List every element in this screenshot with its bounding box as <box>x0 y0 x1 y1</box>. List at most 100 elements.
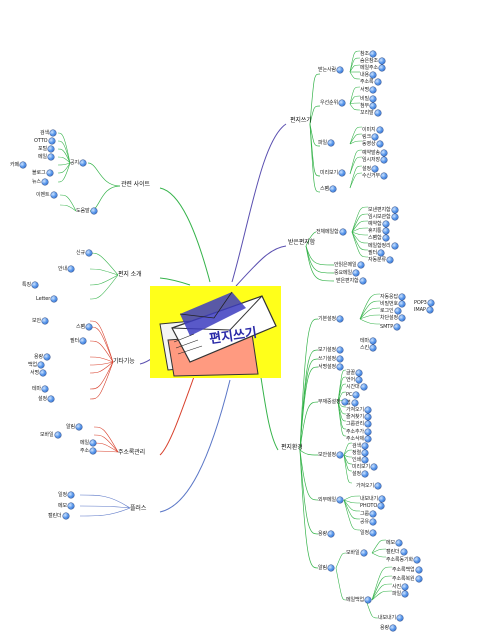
leaf-site-otto[interactable]: OTTO <box>34 138 48 144</box>
leaf-group-manage[interactable]: 그룹관리 <box>346 421 365 427</box>
leaf-login[interactable]: 로그인 <box>380 308 394 314</box>
sub-backup[interactable]: 메일백업 <box>346 597 365 603</box>
leaf-intro-new[interactable]: 신규 <box>76 250 86 256</box>
branch-plus[interactable]: 플러스 <box>130 505 147 512</box>
leaf-pc[interactable]: PC <box>346 392 353 398</box>
leaf-bcc[interactable]: 숨은참조 <box>360 58 379 64</box>
sub-recipients[interactable]: 받는사람 <box>318 67 337 73</box>
leaf-draft[interactable]: 임시저장 <box>362 157 381 163</box>
sub-mobile[interactable]: 모바일 <box>346 550 360 556</box>
leaf-export-2[interactable]: 내보내기 <box>360 496 379 502</box>
leaf-site-cafe[interactable]: 카페 <box>10 162 20 168</box>
leaf-share[interactable]: 공유 <box>360 519 370 525</box>
leaf-delete-address[interactable]: 주소삭제 <box>346 436 365 442</box>
leaf-add-address[interactable]: 주소추가 <box>346 429 365 435</box>
leaf-image[interactable]: 이미지 <box>362 127 376 133</box>
sub-all-mail[interactable]: 전체메일함 <box>316 229 339 235</box>
leaf-addr-mail[interactable]: 메일 <box>80 440 90 446</box>
leaf-capacity[interactable]: 용량 <box>380 625 390 631</box>
sub-attach[interactable]: 파일 <box>318 140 328 146</box>
leaf-other-spam[interactable]: 스팸 <box>76 324 86 330</box>
sub-basic-settings[interactable]: 기본설정 <box>318 316 337 322</box>
leaf-sent[interactable]: 보낸편지함 <box>368 207 391 213</box>
sub-external[interactable]: 외부메일 <box>318 497 337 503</box>
leaf-sort[interactable]: 정렬 <box>352 450 362 456</box>
leaf-intro-feature[interactable]: 특징 <box>22 282 32 288</box>
branch-sites[interactable]: 관련 사이트 <box>121 181 150 188</box>
leaf-other-security[interactable]: 보안 <box>32 318 42 324</box>
sub-security[interactable]: 보안설정 <box>318 452 337 458</box>
leaf-filter[interactable]: 필터 <box>368 250 378 256</box>
leaf-attachment[interactable]: 첨부 <box>360 103 370 109</box>
branch-receive[interactable]: 받은편지함 <box>288 239 316 246</box>
sub-preview[interactable]: 미리보기 <box>320 170 339 176</box>
leaf-other-settings[interactable]: 설정 <box>38 396 48 402</box>
branch-options[interactable]: 편지환경 <box>281 444 303 451</box>
sub-important[interactable]: 중요메일 <box>334 270 353 276</box>
leaf-intro-letter[interactable]: Letter <box>36 296 51 302</box>
leaf-theme[interactable]: 테마 <box>360 338 370 344</box>
leaf-favorites[interactable]: 즐겨찾기 <box>346 414 365 420</box>
leaf-site-event[interactable]: 이벤트 <box>36 192 50 198</box>
leaf-content[interactable]: 내용 <box>360 72 370 78</box>
leaf-addr-mobile[interactable]: 모바일 <box>40 432 54 438</box>
leaf-preview-2[interactable]: 미리보기 <box>352 464 371 470</box>
leaf-auto-reply[interactable]: 자동응답 <box>380 294 399 300</box>
leaf-secret[interactable]: 비밀 <box>360 96 370 102</box>
branch-address[interactable]: 주소록관리 <box>118 449 146 456</box>
leaf-font[interactable]: 글꼴 <box>346 370 356 376</box>
leaf-intro-guide[interactable]: 안내 <box>58 266 68 272</box>
leaf-file-2[interactable]: 파일 <box>392 591 402 597</box>
sub-site-links[interactable]: 공지 <box>70 160 80 166</box>
leaf-address-book[interactable]: 주소록 <box>360 79 374 85</box>
sub-write-settings[interactable]: 쓰기설정 <box>318 356 337 362</box>
leaf-skin[interactable]: 스킨 <box>360 345 370 351</box>
leaf-password[interactable]: 비밀번호 <box>380 301 399 307</box>
sub-notify[interactable]: 알림 <box>318 565 328 571</box>
sub-site-help[interactable]: 도움말 <box>76 208 90 214</box>
branch-compose[interactable]: 편지쓰기 <box>290 117 312 124</box>
sub-away[interactable]: 부재중설정 <box>318 399 341 405</box>
leaf-imap[interactable]: IMAP <box>414 307 426 313</box>
central-node[interactable]: 편지쓰기 <box>150 286 281 378</box>
leaf-site-search[interactable]: 검색 <box>40 130 50 136</box>
leaf-search[interactable]: 검색 <box>352 443 362 449</box>
leaf-addr-restore[interactable]: 주소록복원 <box>392 576 415 582</box>
leaf-footer[interactable]: 꼬리말 <box>360 110 374 116</box>
leaf-other-backup[interactable]: 백업 <box>28 362 38 368</box>
leaf-other-filter[interactable]: 필터 <box>70 338 80 344</box>
leaf-addr-backup[interactable]: 주소록백업 <box>392 567 415 573</box>
leaf-site-blog[interactable]: 블로그 <box>32 170 46 176</box>
leaf-site-news[interactable]: 뉴스 <box>32 179 42 185</box>
leaf-reject[interactable]: 수신거부 <box>362 173 381 179</box>
leaf-addr-addr[interactable]: 주소 <box>80 448 90 454</box>
sub-spam[interactable]: 스팸 <box>320 186 330 192</box>
leaf-memo[interactable]: 메모 <box>386 540 396 546</box>
leaf-spam-box[interactable]: 스팸함 <box>368 235 382 241</box>
leaf-other-sign[interactable]: 서명 <box>30 370 40 376</box>
leaf-settings-2[interactable]: 설정 <box>352 471 362 477</box>
branch-intro[interactable]: 편지 소개 <box>118 271 142 278</box>
sub-inbox[interactable]: 받은편지함 <box>336 278 359 284</box>
leaf-auto-sort[interactable]: 자동분류 <box>368 257 387 263</box>
leaf-scheduled[interactable]: 예약발송 <box>362 150 381 156</box>
branch-other[interactable]: 기타기능 <box>113 358 135 365</box>
leaf-other-capacity[interactable]: 용량 <box>34 354 44 360</box>
leaf-schedule[interactable]: 일정 <box>360 530 370 536</box>
leaf-trash[interactable]: 휴지통 <box>368 228 382 234</box>
leaf-drafts[interactable]: 임시보관함 <box>368 214 391 220</box>
leaf-plus-memo[interactable]: 메모 <box>58 503 68 509</box>
sub-view-settings[interactable]: 보기설정 <box>318 347 337 353</box>
leaf-app[interactable]: 앱 <box>346 400 351 406</box>
leaf-photo[interactable]: PHOTO <box>360 503 378 509</box>
sub-storage[interactable]: 용량 <box>318 531 328 537</box>
leaf-pop3[interactable]: POP3 <box>414 300 427 306</box>
leaf-cc[interactable]: 참조 <box>360 51 370 57</box>
leaf-calendar[interactable]: 캘린더 <box>386 549 400 555</box>
leaf-timezone[interactable]: 시간대 <box>346 384 360 390</box>
leaf-plus-schedule[interactable]: 일정 <box>58 492 68 498</box>
sub-unread[interactable]: 안읽은메일 <box>334 262 357 268</box>
leaf-import[interactable]: 가져오기 <box>346 407 365 413</box>
leaf-reserved[interactable]: 예약함 <box>368 221 382 227</box>
leaf-group[interactable]: 그룹 <box>360 511 370 517</box>
